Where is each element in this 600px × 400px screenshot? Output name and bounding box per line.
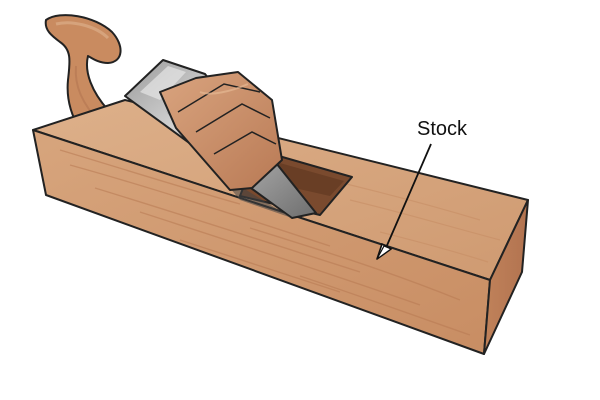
stock-pointer-arrow	[376, 143, 432, 260]
plane-wedge	[159, 71, 283, 191]
stock-end-face	[483, 199, 529, 355]
stock-label: Stock	[417, 118, 468, 140]
wood-grain	[59, 149, 471, 336]
